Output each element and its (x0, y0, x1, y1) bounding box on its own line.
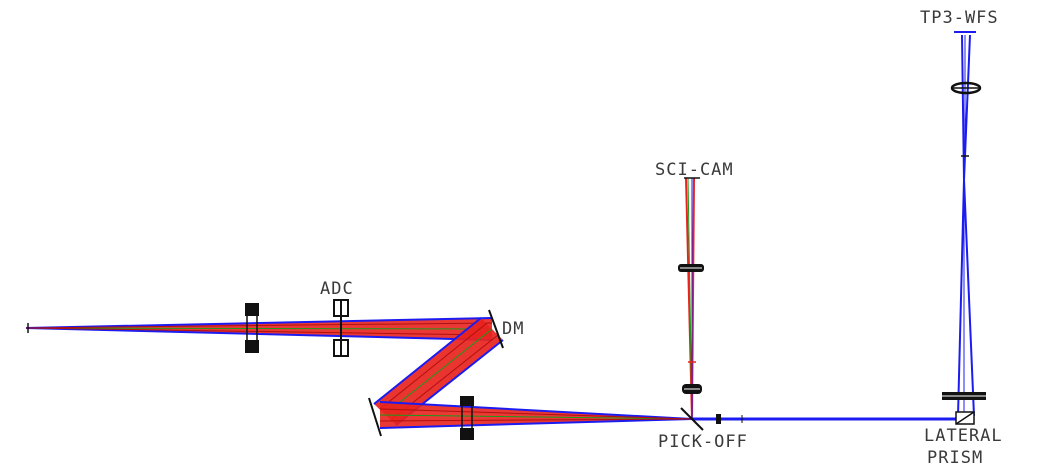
return-lens (460, 396, 474, 440)
beam-ray (25, 327, 493, 336)
dm-mirror (488, 309, 504, 349)
label-prism: PRISM (927, 448, 983, 468)
label-adc: ADC (320, 279, 354, 299)
wfs-lens-lower (942, 392, 986, 400)
wfs-lens-upper (950, 81, 982, 95)
return-lens-element (460, 396, 474, 406)
beam-pickoff-to-prism (692, 415, 962, 423)
pick-off-mirror (680, 407, 704, 431)
beam-ray (379, 322, 488, 410)
beam-pickoff-to-scicam (684, 177, 700, 420)
sci-cam-lens-lower (682, 384, 702, 394)
sci-cam-lens-upper (678, 264, 704, 272)
beam-ray (379, 418, 693, 422)
label-tp3-wfs: TP3-WFS (920, 8, 999, 28)
adc-element (333, 299, 349, 357)
lateral-prism-diagonal (955, 411, 975, 425)
beam-ray (379, 401, 693, 420)
beam-ray (25, 327, 493, 341)
beam-ray (25, 317, 493, 329)
beam-ray (379, 414, 693, 420)
return-lens-element (460, 428, 474, 440)
label-sci-cam: SCI-CAM (655, 160, 734, 180)
beam-ray (957, 179, 965, 417)
fold-mirror (368, 397, 382, 437)
beam-ray (379, 408, 693, 420)
beam-input-to-dm (25, 317, 493, 341)
beam-return-red-fill (380, 402, 692, 428)
beam-ray (961, 34, 965, 181)
beam-ray (379, 418, 693, 429)
label-dm: DM (502, 319, 524, 339)
pick-off-small-element (716, 414, 721, 424)
beam-ray (25, 322, 493, 329)
beam-fold-to-pickoff (379, 401, 693, 429)
lateral-prism (955, 411, 975, 425)
input-lens-element (245, 303, 259, 316)
beam-ray (384, 328, 493, 415)
input-lens (245, 303, 259, 353)
beam-ray (373, 317, 482, 405)
label-lateral: LATERAL (924, 426, 1003, 446)
beam-ray (687, 177, 693, 420)
beam-ray (25, 327, 493, 330)
label-pick-off: PICK-OFF (658, 432, 748, 452)
beam-prism-to-wfs (954, 31, 976, 417)
input-lens-element (245, 340, 259, 353)
beam-ray (963, 179, 975, 417)
